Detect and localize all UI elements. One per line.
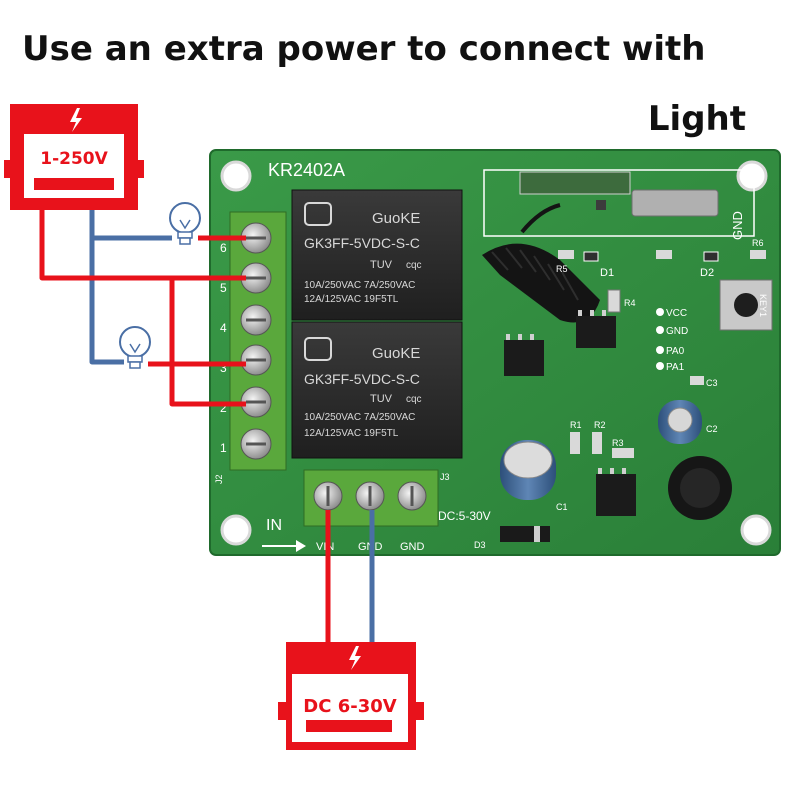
r2-label: R2 xyxy=(594,420,606,430)
terminal-number-5: 5 xyxy=(220,281,227,295)
r5-label: R5 xyxy=(556,264,568,274)
relay-1-cert-cqc: cqc xyxy=(406,260,422,271)
terminal-screw-1[interactable] xyxy=(240,428,272,460)
red-wires xyxy=(39,198,331,645)
lightning-icon xyxy=(349,646,361,670)
pin-pa0-label: PA0 xyxy=(666,346,685,357)
pin-vcc-label: VCC xyxy=(666,308,687,319)
dc-range-label: DC:5-30V xyxy=(438,509,491,523)
terminal-screw-2[interactable] xyxy=(240,386,272,418)
terminal-number-4: 4 xyxy=(220,321,227,335)
relay-2-cert-tuv: TUV xyxy=(370,393,393,405)
led-d1-label: D1 xyxy=(600,267,614,279)
terminal-block-output xyxy=(229,211,287,471)
r3-label: R3 xyxy=(612,438,624,448)
dc-power-supply: DC 6-30V xyxy=(278,642,424,750)
terminal-screw-4[interactable] xyxy=(240,304,272,336)
relay-1-brand: GuoKE xyxy=(372,210,420,227)
terminal-number-6: 6 xyxy=(220,241,227,255)
capacitor-large xyxy=(500,440,556,500)
input-screw-gnd-1[interactable] xyxy=(355,481,385,511)
c2-label: C2 xyxy=(706,424,718,434)
relay-1-model: GK3FF-5VDC-S-C xyxy=(304,235,420,251)
relay-1: GuoKE GK3FF-5VDC-S-C TUV cqc 10A/250VAC … xyxy=(291,189,463,321)
antenna-coil xyxy=(482,203,600,323)
r4-label: R4 xyxy=(624,298,636,308)
relay-2-cert-cqc: cqc xyxy=(406,394,422,405)
pin-gnd-label: GND xyxy=(666,326,688,337)
light-bulb-icon xyxy=(169,202,201,245)
c1-label: C1 xyxy=(556,502,568,512)
push-button: KEY1 xyxy=(719,279,773,331)
d3-label: D3 xyxy=(474,540,486,550)
relay-1-cert-tuv: TUV xyxy=(370,259,393,271)
relay-2: GuoKE GK3FF-5VDC-S-C TUV cqc 10A/250VAC … xyxy=(291,321,463,459)
board-model-label: KR2402A xyxy=(268,160,345,180)
dc-supply-label: DC 6-30V xyxy=(303,696,396,717)
r6-label: R6 xyxy=(752,238,764,248)
input-terminal-vin-label: VIN xyxy=(316,541,334,553)
lightning-icon xyxy=(70,108,82,132)
relay-1-ratings-1: 10A/250VAC 7A/250VAC xyxy=(304,280,415,291)
input-screw-gnd-2[interactable] xyxy=(397,481,427,511)
relay-1-ratings-2: 12A/125VAC 19F5TL xyxy=(304,294,399,305)
key1-label: KEY1 xyxy=(758,294,768,317)
input-screw-vin[interactable] xyxy=(313,481,343,511)
ac-power-supply: 1-250V xyxy=(4,104,144,210)
terminal-number-3: 3 xyxy=(220,361,227,375)
light-bulb-icon xyxy=(119,326,151,369)
relay-2-brand: GuoKE xyxy=(372,345,420,362)
r1-label: R1 xyxy=(570,420,582,430)
input-arrow-icon xyxy=(262,540,306,552)
input-arrow-label: IN xyxy=(266,517,282,534)
j3-label: J3 xyxy=(440,472,450,482)
input-terminal-gnd2-label: GND xyxy=(400,541,425,553)
title-line-1: Use an extra power to connect with xyxy=(22,29,706,69)
inductor xyxy=(668,456,732,520)
relay-2-model: GK3FF-5VDC-S-C xyxy=(304,371,420,387)
terminal-screw-3[interactable] xyxy=(240,344,272,376)
terminal-number-2: 2 xyxy=(220,401,227,415)
relay-2-ratings-1: 10A/250VAC 7A/250VAC xyxy=(304,412,415,423)
title-line-2: Light xyxy=(648,99,746,139)
pin-pa1-label: PA1 xyxy=(666,362,685,373)
terminal-number-1: 1 xyxy=(220,441,227,455)
j2-label: J2 xyxy=(214,474,224,484)
gnd-label-top: GND xyxy=(730,211,745,240)
ac-supply-label: 1-250V xyxy=(40,149,108,169)
c3-label: C3 xyxy=(706,378,718,388)
capacitor-small xyxy=(658,400,702,444)
led-d2-label: D2 xyxy=(700,267,714,279)
relay-2-ratings-2: 12A/125VAC 19F5TL xyxy=(304,428,399,439)
